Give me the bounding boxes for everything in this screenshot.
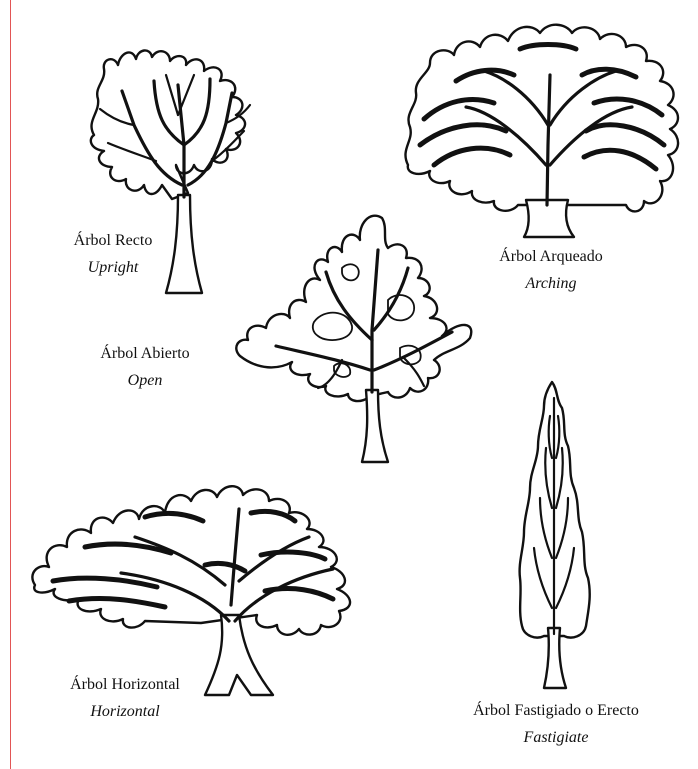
page-edge-line bbox=[10, 0, 11, 769]
horizontal-label: Árbol Horizontal Horizontal bbox=[30, 677, 220, 720]
upright-label: Árbol Recto Upright bbox=[28, 233, 198, 276]
upright-label-es: Árbol Recto bbox=[28, 233, 198, 249]
arching-label-es: Árbol Arqueado bbox=[466, 249, 636, 265]
fastigiate-label: Árbol Fastigiado o Erecto Fastigiate bbox=[420, 703, 692, 746]
upright-label-en: Upright bbox=[28, 260, 198, 276]
horizontal-label-en: Horizontal bbox=[30, 704, 220, 720]
horizontal-label-es: Árbol Horizontal bbox=[30, 677, 220, 693]
fastigiate-label-en: Fastigiate bbox=[420, 730, 692, 746]
fastigiate-label-es: Árbol Fastigiado o Erecto bbox=[420, 703, 692, 719]
open-label: Árbol Abierto Open bbox=[60, 346, 230, 389]
arching-label: Árbol Arqueado Arching bbox=[466, 249, 636, 292]
arching-label-en: Arching bbox=[466, 276, 636, 292]
open-tree-drawing bbox=[230, 210, 480, 465]
open-label-es: Árbol Abierto bbox=[60, 346, 230, 362]
horizontal-tree-drawing bbox=[25, 455, 385, 700]
fastigiate-tree-drawing bbox=[510, 378, 600, 690]
arching-tree-drawing bbox=[400, 15, 690, 240]
open-label-en: Open bbox=[60, 373, 230, 389]
